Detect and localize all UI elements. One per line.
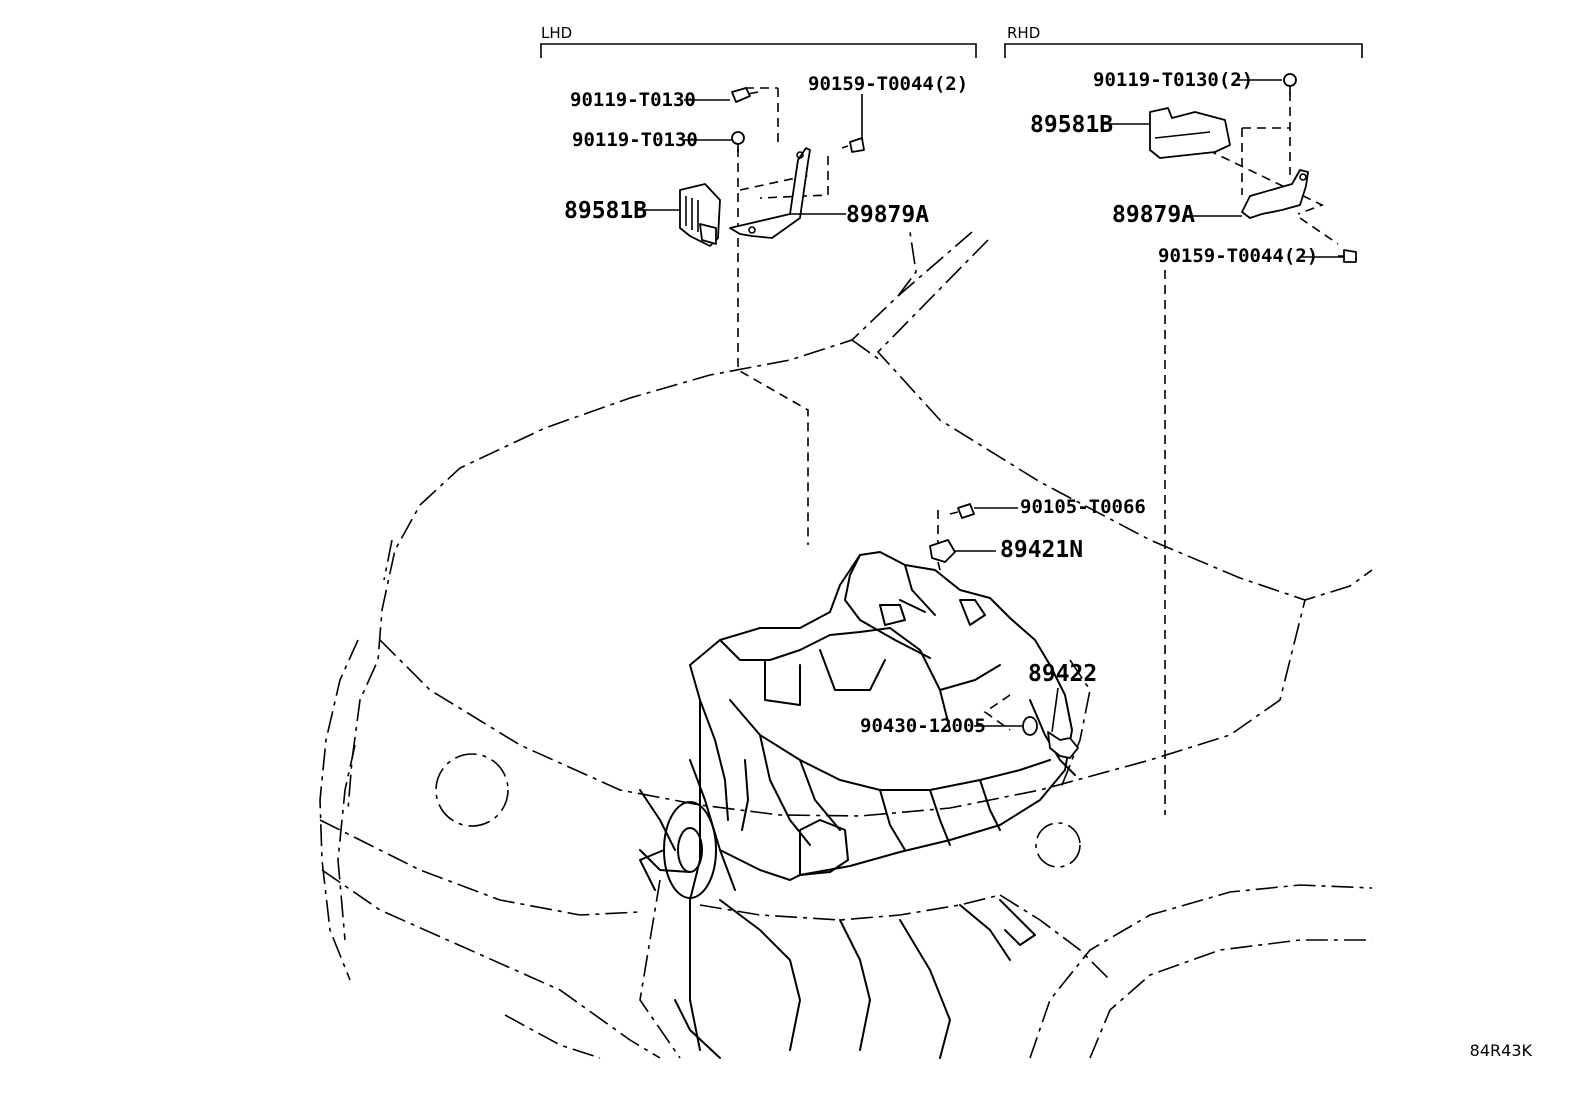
leader-dashes xyxy=(737,87,1339,815)
label-gasket: 90430-12005 xyxy=(860,715,986,737)
label-lhd-screw: 90159-T0044(2) xyxy=(808,73,968,95)
lhd-bracket-89879a xyxy=(729,147,811,239)
label-sensor-89421n: 89421N xyxy=(1000,537,1083,563)
sensor-89421n xyxy=(929,539,956,571)
rhd-section-bracket: RHD xyxy=(1004,24,1363,58)
label-lhd-bolt-lower: 90119-T0130 xyxy=(572,129,698,151)
lhd-module-89581b xyxy=(679,183,721,247)
engine-assembly xyxy=(639,551,1076,1059)
gasket-90430 xyxy=(1022,716,1038,736)
rhd-bracket-89879a xyxy=(1241,169,1309,219)
lhd-bolt-upper xyxy=(731,87,759,103)
vehicle-body-outline xyxy=(319,231,1373,1059)
knock-sensor-89422 xyxy=(1047,731,1079,759)
lhd-section-label: LHD xyxy=(541,24,572,42)
label-rhd-module: 89581B xyxy=(1030,112,1113,138)
label-rhd-screw: 90159-T0044(2) xyxy=(1158,245,1318,267)
lhd-section-bracket: LHD xyxy=(540,24,977,58)
label-rhd-bolt: 90119-T0130(2) xyxy=(1093,69,1253,91)
engine-bolt xyxy=(949,503,975,519)
headlight-left xyxy=(435,753,509,827)
rhd-bolt xyxy=(1283,73,1297,94)
label-knock-sensor: 89422 xyxy=(1028,661,1097,687)
label-lhd-bracket: 89879A xyxy=(846,202,929,228)
headlight-right xyxy=(1035,822,1081,868)
lhd-bolt-lower xyxy=(731,131,745,152)
lhd-screw xyxy=(841,137,865,153)
rhd-screw xyxy=(1338,249,1357,263)
rhd-module-89581b xyxy=(1149,107,1231,159)
label-rhd-bracket: 89879A xyxy=(1112,202,1195,228)
label-engine-bolt: 90105-T0066 xyxy=(1020,496,1146,518)
engine-labels: 90105-T0066 89421N 89422 90430-12005 xyxy=(860,496,1146,737)
rhd-labels: 90119-T0130(2) 89581B 89879A 90159-T0044… xyxy=(1030,69,1318,267)
rhd-section-label: RHD xyxy=(1007,24,1040,42)
label-lhd-module: 89581B xyxy=(564,198,647,224)
lhd-labels: 90119-T0130 90119-T0130 90159-T0044(2) 8… xyxy=(564,73,968,228)
label-leaders xyxy=(636,79,1344,733)
label-lhd-bolt-upper: 90119-T0130 xyxy=(570,89,696,111)
diagram-code: 84R43K xyxy=(1470,1041,1533,1060)
